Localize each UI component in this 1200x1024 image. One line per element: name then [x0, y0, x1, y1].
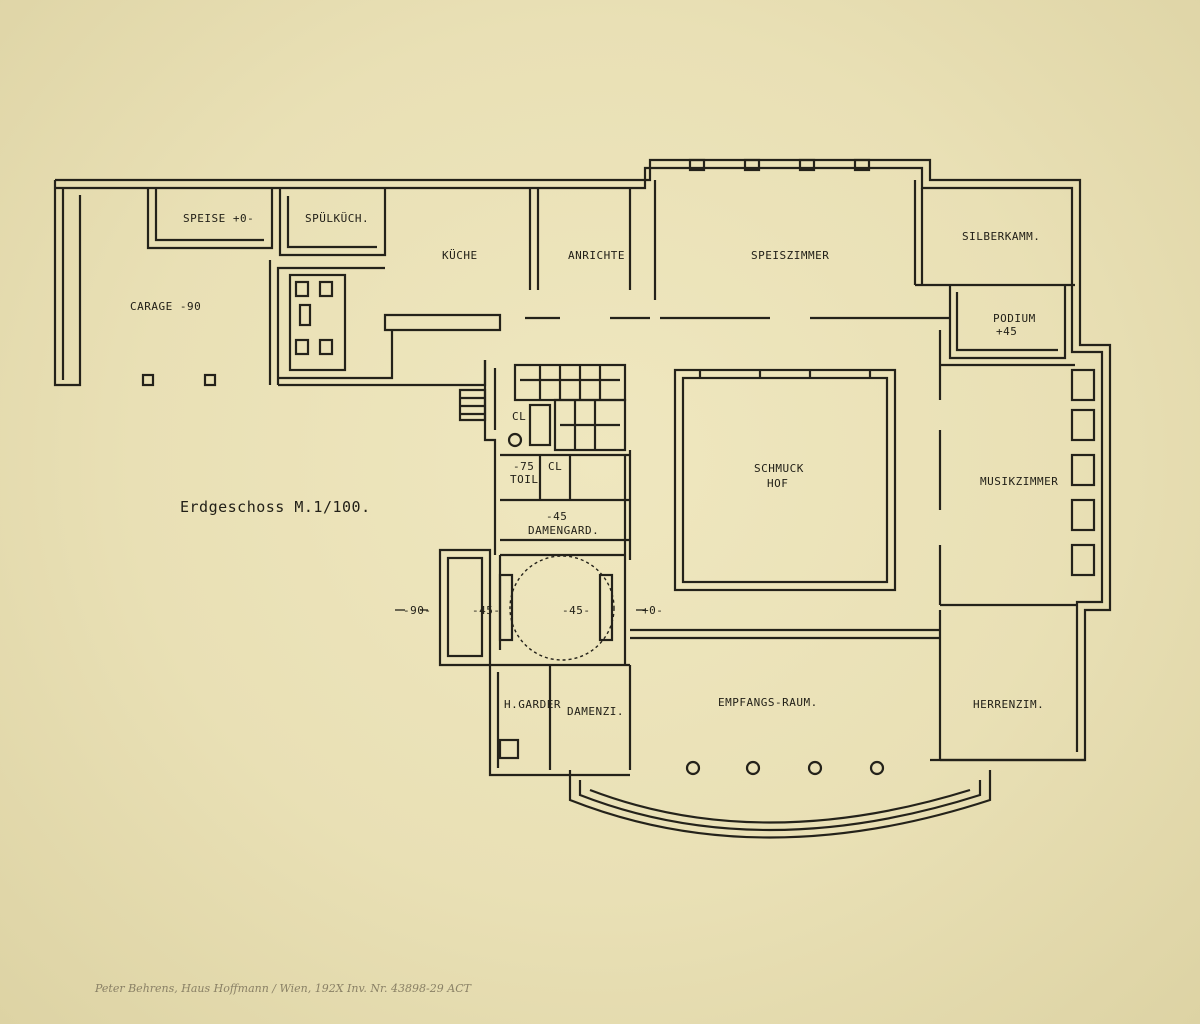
label-garage: CARAGE -90 [130, 300, 201, 313]
label-level-45-hall: -45- [562, 604, 591, 617]
label-podium-level: +45 [996, 325, 1017, 338]
label-toil: TOIL [510, 473, 539, 486]
label-level-45-left: -45- [472, 604, 501, 617]
label-damengard-level: -45 [546, 510, 567, 523]
label-schmuckhof-2: HOF [767, 477, 788, 490]
label-spuelkueche: SPÜLKÜCH. [305, 212, 369, 225]
label-speise: SPEISE +0- [183, 212, 254, 225]
plan-title: Erdgeschoss M.1/100. [180, 498, 371, 516]
label-silberkammer: SILBERKAMM. [962, 230, 1040, 243]
garage-pillars [141, 373, 217, 387]
vestibule-walls [438, 548, 627, 667]
courtyard-walls [673, 368, 897, 592]
label-level-minus90: -90- [403, 604, 432, 617]
label-cl-2: CL [548, 460, 562, 473]
label-anrichte: ANRICHTE [568, 249, 625, 262]
label-schmuckhof-1: SCHMUCK [754, 462, 804, 475]
label-damenzi: DAMENZI. [567, 705, 624, 718]
label-toil-level: -75 [513, 460, 534, 473]
label-herrenzim: HERRENZIM. [973, 698, 1044, 711]
label-empfangsraum: EMPFANGS-RAUM. [718, 696, 818, 709]
cloak-rooms-walls [488, 663, 630, 777]
label-kueche: KÜCHE [442, 249, 478, 262]
label-cl-1: CL [512, 410, 526, 423]
label-level-plus0: +0- [642, 604, 663, 617]
label-podium: PODIUM [993, 312, 1036, 325]
music-room-walls [938, 330, 1096, 607]
reception-walls [568, 610, 992, 839]
stair-block [458, 360, 632, 560]
label-speisezimmer: SPEISZIMMER [751, 249, 829, 262]
label-h-garder: H.GARDER [504, 698, 561, 711]
service-wing-walls [53, 158, 1112, 762]
label-musikzimmer: MUSIKZIMMER [980, 475, 1058, 488]
label-damengard: DAMENGARD. [528, 524, 599, 537]
footer-note: Peter Behrens, Haus Hoffmann / Wien, 192… [94, 982, 473, 995]
